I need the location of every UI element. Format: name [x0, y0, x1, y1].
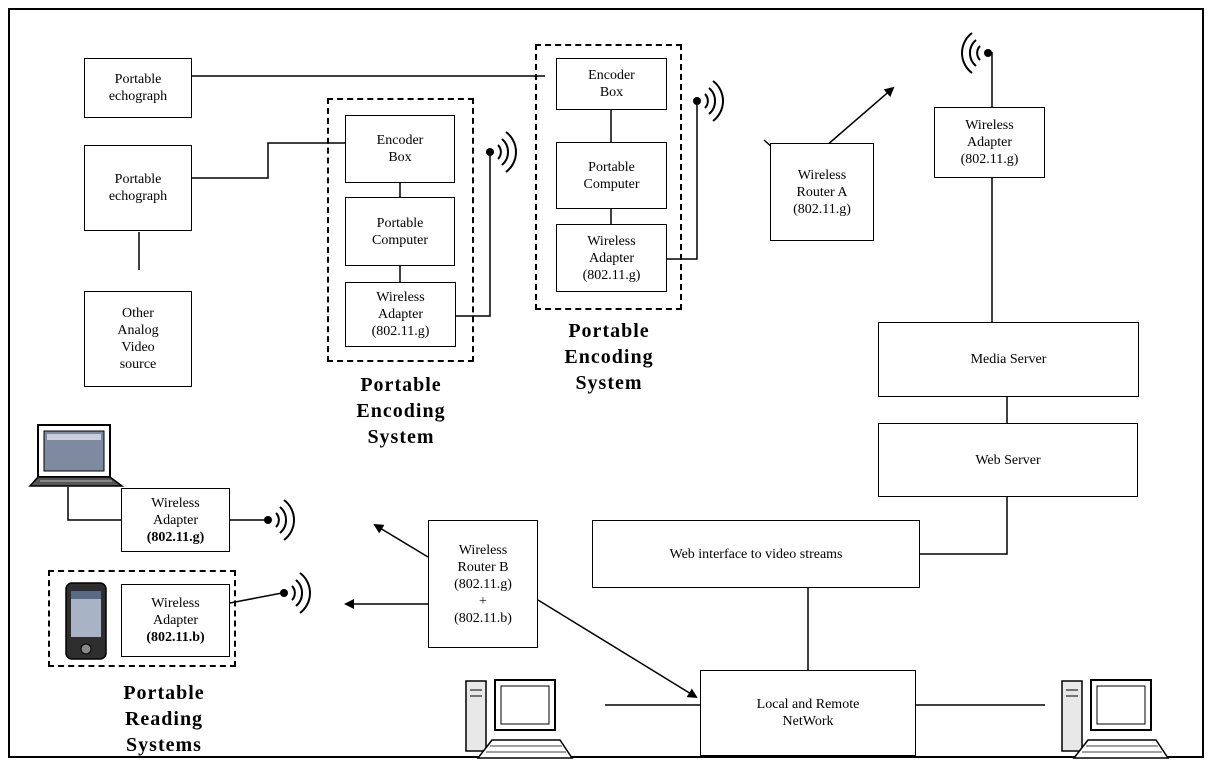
web-server: Web Server — [878, 423, 1138, 497]
arrow-router-b-to-laptop — [373, 523, 429, 558]
arrow-out-of-router-a — [825, 86, 895, 147]
pes1-antenna-line — [456, 150, 491, 317]
desktop-computer-icon — [1061, 679, 1170, 759]
web-to-interface-line — [920, 497, 1008, 555]
antenna-icon — [264, 499, 295, 541]
antenna-icon — [486, 131, 517, 173]
laptop-icon — [28, 424, 125, 487]
laptop-to-adapter-line — [67, 487, 121, 521]
antenna-icon — [280, 572, 311, 614]
portable-encoding-system-2-group — [535, 44, 682, 310]
media-server: Media Server — [878, 322, 1139, 397]
portable-reading-system-group — [48, 570, 236, 667]
echo2-to-encoder1-line — [192, 142, 345, 179]
web-interface-to-video-streams: Web interface to video streams — [592, 520, 920, 588]
antenna-icon — [693, 80, 724, 122]
antenna-icon — [961, 32, 992, 74]
arrow-router-b-to-network — [537, 599, 698, 699]
pes2-antenna-line — [667, 100, 698, 260]
portable-encoding-system-1-group — [327, 98, 474, 362]
pda-adapter-antenna-line — [229, 592, 283, 604]
diagram-frame — [8, 8, 1204, 758]
pda-icon — [65, 582, 107, 660]
desktop-computer-icon — [465, 679, 574, 759]
